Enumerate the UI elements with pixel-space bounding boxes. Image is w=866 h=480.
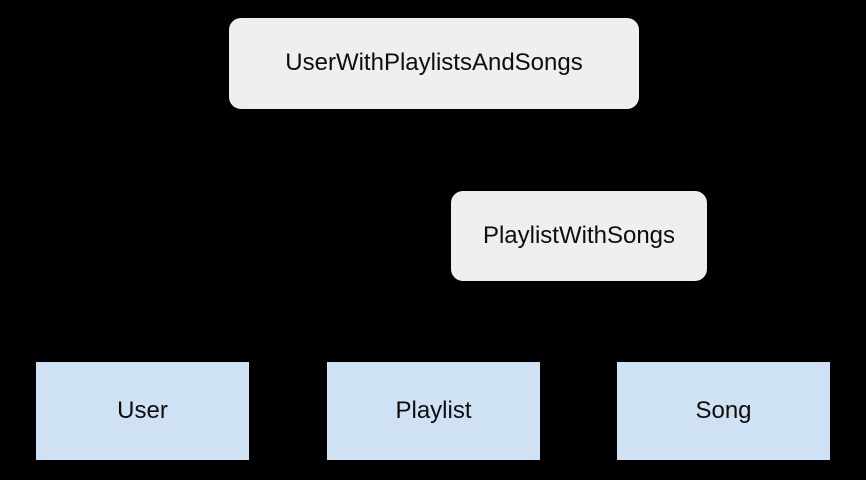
node-label: UserWithPlaylistsAndSongs [285, 49, 583, 77]
node-label: PlaylistWithSongs [482, 221, 676, 249]
node-playlist-with-songs: PlaylistWithSongs [450, 190, 708, 282]
node-label: User [117, 396, 168, 424]
node-user-with-playlists-and-songs: UserWithPlaylistsAndSongs [228, 17, 640, 110]
node-song: Song [616, 361, 831, 461]
node-label: Song [695, 396, 752, 424]
node-label: Playlist [395, 396, 472, 424]
node-playlist: Playlist [326, 361, 541, 461]
node-user: User [35, 361, 250, 461]
